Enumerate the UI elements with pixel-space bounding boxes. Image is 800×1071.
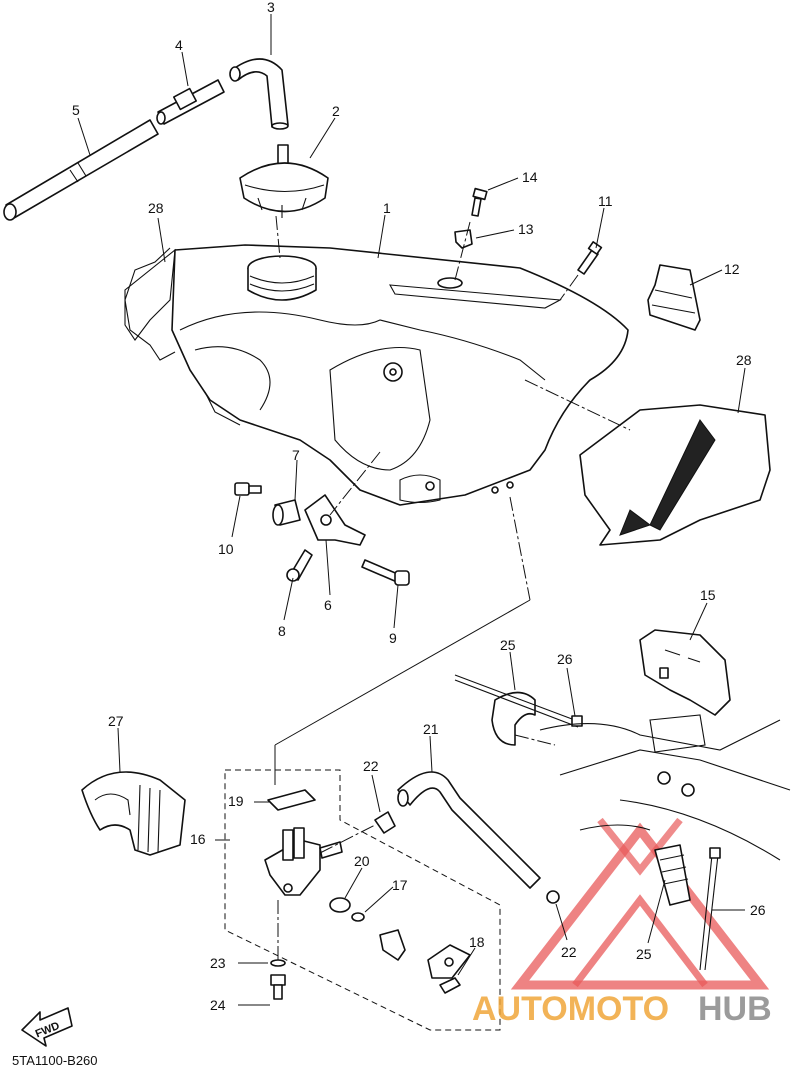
callout-21: 21 bbox=[423, 721, 439, 737]
callout-23: 23 bbox=[210, 955, 226, 971]
part-15-guard bbox=[639, 629, 731, 716]
callout-24: 24 bbox=[210, 997, 226, 1013]
part-11-bolt bbox=[577, 241, 603, 275]
callout-19: 19 bbox=[228, 793, 244, 809]
part-4-hose-joint bbox=[156, 79, 225, 125]
callout-5: 5 bbox=[72, 102, 80, 118]
callout-12: 12 bbox=[724, 261, 740, 277]
frame-outline bbox=[539, 714, 791, 861]
part-3-breather-pipe bbox=[229, 58, 289, 130]
part-28-right-shroud bbox=[579, 404, 771, 546]
callout-10: 10 bbox=[218, 541, 234, 557]
callout-labels: 1 2 3 4 5 6 7 8 9 10 11 12 13 14 15 16 1… bbox=[72, 0, 766, 1013]
callout-4: 4 bbox=[175, 37, 183, 53]
assembly-center-lines bbox=[274, 215, 631, 960]
callout-11: 11 bbox=[598, 193, 613, 209]
callout-18: 18 bbox=[469, 934, 485, 950]
callout-7: 7 bbox=[292, 447, 300, 463]
callout-28-left: 28 bbox=[148, 200, 164, 216]
callout-26-lower: 26 bbox=[750, 902, 766, 918]
callout-9: 9 bbox=[389, 630, 397, 646]
watermark-part-a: AUTOMOTO bbox=[472, 990, 669, 1028]
fwd-arrow-icon: FWD bbox=[21, 1007, 73, 1047]
part-26-band-lower bbox=[699, 847, 721, 971]
part-12-clip bbox=[647, 264, 701, 331]
part-26-band-upper bbox=[454, 674, 583, 728]
watermark-logo bbox=[510, 817, 770, 990]
part-25-clamp-upper bbox=[491, 691, 536, 746]
part-27-cover bbox=[81, 771, 186, 856]
callout-3: 3 bbox=[267, 0, 275, 15]
part-14-bolt bbox=[471, 187, 488, 217]
part-28-left-shroud bbox=[124, 247, 176, 361]
callout-8: 8 bbox=[278, 623, 286, 639]
callout-25-upper: 25 bbox=[500, 637, 516, 653]
part-8-bolt bbox=[286, 549, 313, 582]
callout-20: 20 bbox=[354, 853, 370, 869]
part-9-bolt bbox=[361, 559, 410, 586]
part-16-fuel-cock-assembly bbox=[224, 769, 501, 1031]
diagram-code: 5TA1100-B260 bbox=[12, 1053, 98, 1068]
part-1-fuel-tank bbox=[124, 244, 629, 506]
callout-17: 17 bbox=[392, 877, 408, 893]
part-5-breather-hose bbox=[3, 119, 159, 221]
callout-13: 13 bbox=[518, 221, 534, 237]
callout-22-upper: 22 bbox=[363, 758, 379, 774]
callout-2: 2 bbox=[332, 103, 340, 119]
callout-28-right: 28 bbox=[736, 352, 752, 368]
part-25-clamp-lower bbox=[654, 844, 691, 906]
part-6-bracket bbox=[304, 494, 366, 546]
callout-16: 16 bbox=[190, 831, 206, 847]
callout-27: 27 bbox=[108, 713, 124, 729]
part-2-fuel-cap bbox=[239, 144, 329, 218]
callout-15: 15 bbox=[700, 587, 716, 603]
callout-25-lower: 25 bbox=[636, 946, 652, 962]
part-7-damper bbox=[272, 499, 301, 526]
callout-22-lower: 22 bbox=[561, 944, 577, 960]
callout-1: 1 bbox=[383, 200, 391, 216]
watermark-part-b: HUB bbox=[698, 990, 772, 1028]
part-10-bolt bbox=[234, 482, 262, 496]
callout-26-upper: 26 bbox=[557, 651, 573, 667]
watermark-text: AUTOMOTO HUB bbox=[472, 990, 772, 1028]
callout-6: 6 bbox=[324, 597, 332, 613]
leader-lines bbox=[77, 14, 746, 1006]
part-21-fuel-hose bbox=[397, 771, 560, 904]
callout-14: 14 bbox=[522, 169, 538, 185]
